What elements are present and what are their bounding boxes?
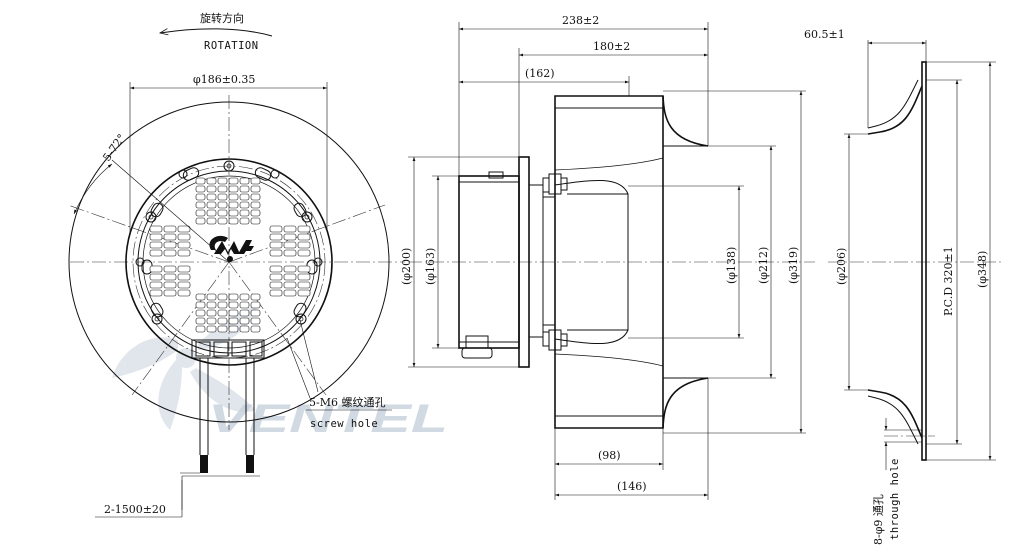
dim-w98-label: (98) [598,449,621,462]
rotation-label-cn: 旋转方向 [200,11,244,25]
cooling-grill [149,177,311,333]
impeller-outer-circle [68,101,390,423]
inlet-ring-view: 8-φ9 通孔 through hole 60.5±1 (φ206) P.C.D… [804,28,1002,545]
hub [528,184,544,338]
rotation-label-en: ROTATION [204,40,259,52]
dim-w180-label: 180±2 [593,40,630,53]
front-view: 旋转方向 ROTATION φ186±0.35 5-72° 5-M6 螺纹通孔 … [67,11,405,518]
dim-angle-label: 5-72° [100,132,128,164]
dim-d206-label: (φ206) [835,248,848,285]
ring-flange [921,61,927,461]
dim-d200-label: (φ200) [400,248,413,285]
motor-flange [125,158,333,366]
watermark-text: VENTEL [208,397,448,441]
dim-d138-label: (φ138) [725,247,738,284]
rotation-arrow [160,29,273,37]
ring-profile-top [867,85,923,135]
dim-d348-label: (φ348) [976,251,989,288]
side-view: 238±2 180±2 (162) (φ200) (φ163) (φ138) (… [400,14,815,500]
cable-gland-block [191,339,265,359]
watermark: VENTEL [112,304,448,441]
dim-pcd-label: P.C.D 320±1 [942,246,955,316]
cables [199,358,255,473]
cable-length-label: 2-1500±20 [104,503,166,516]
impeller-shroud-top [662,95,709,147]
dim-d186-label: φ186±0.35 [193,73,255,86]
impeller-shroud-bottom [662,377,709,429]
dim-w238-label: 238±2 [562,14,599,27]
dim-d212-label: (φ212) [757,247,770,284]
flange-bosses [141,167,318,318]
ring-profile-bottom [867,389,923,439]
dim-d319-label: (φ319) [787,247,800,284]
screw-holes [135,160,323,325]
dim-angle-arc [73,163,113,215]
dim-w162-label: (162) [525,67,555,80]
holes-label-en: through hole [889,458,901,540]
brand-logo-icon [209,235,254,262]
screw-hole-label-en: screw hole [310,418,378,430]
dim-d163-label: (φ163) [424,248,437,285]
dim-w60-label: 60.5±1 [804,28,845,41]
screw-hole-label-cn: 5-M6 螺纹通孔 [309,395,385,409]
dim-w146-label: (146) [617,480,647,493]
holes-label-cn: 8-φ9 通孔 [872,494,885,545]
